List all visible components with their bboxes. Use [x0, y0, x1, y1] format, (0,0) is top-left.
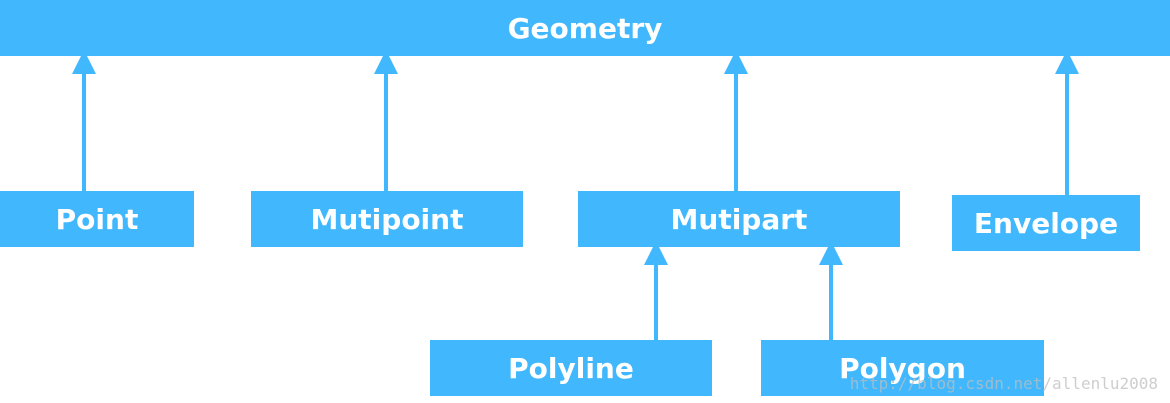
- node-label-mutipart: Mutipart: [670, 202, 808, 236]
- node-geometry: Geometry: [0, 0, 1170, 56]
- node-mutipoint: Mutipoint: [251, 191, 523, 247]
- node-label-mutipoint: Mutipoint: [310, 202, 464, 236]
- node-polygon: Polygon: [761, 340, 1044, 396]
- node-label-polygon: Polygon: [839, 351, 966, 385]
- node-envelope: Envelope: [952, 195, 1140, 251]
- node-label-point: Point: [55, 202, 139, 236]
- watermark-text: http://blog.csdn.net/allenlu2008: [849, 374, 1158, 393]
- node-point: Point: [0, 191, 194, 247]
- node-polyline: Polyline: [430, 340, 712, 396]
- node-label-geometry: Geometry: [507, 11, 663, 45]
- node-mutipart: Mutipart: [578, 191, 900, 247]
- node-label-envelope: Envelope: [973, 206, 1119, 240]
- node-label-polyline: Polyline: [508, 351, 634, 385]
